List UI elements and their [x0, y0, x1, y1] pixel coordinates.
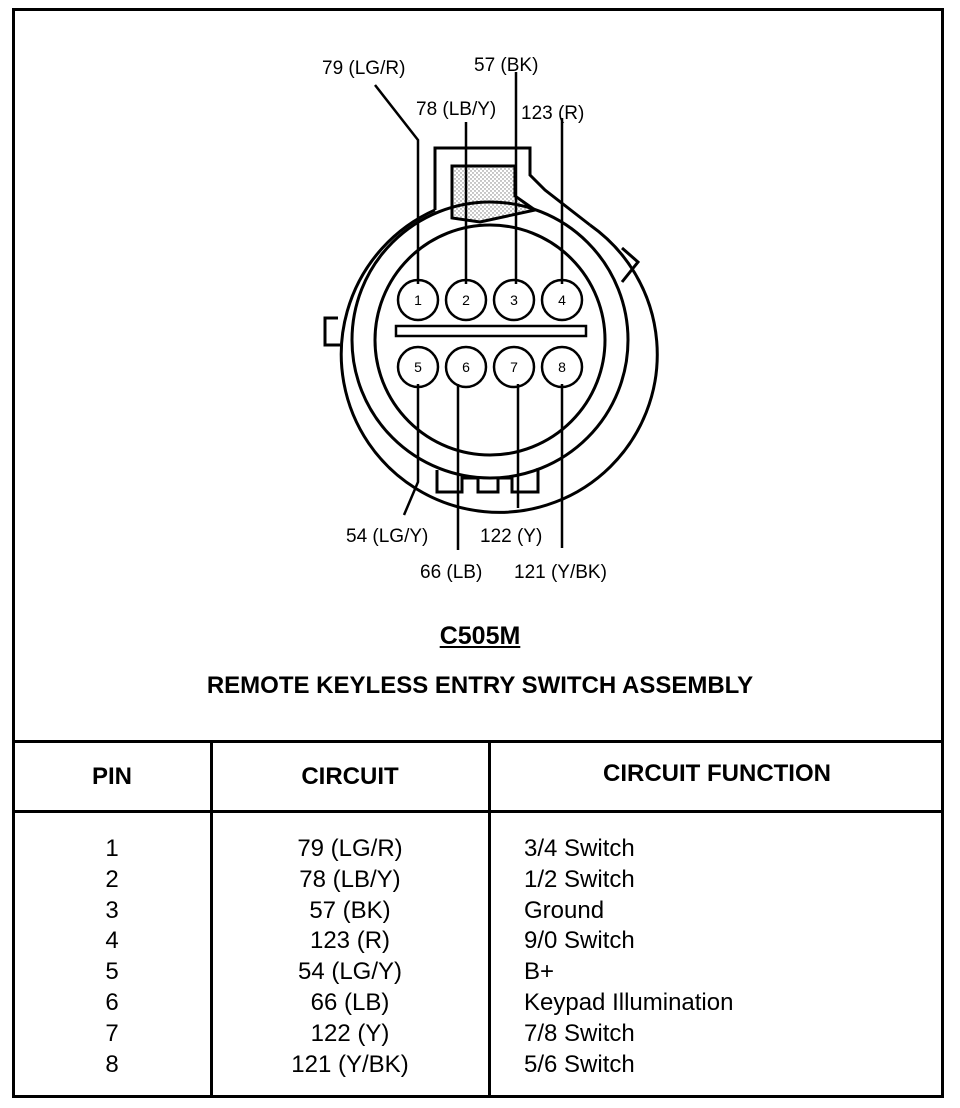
table-cell-function: Keypad Illumination — [524, 988, 734, 1016]
connector-housing — [323, 146, 659, 514]
table-cell-circuit: 54 (LG/Y) — [297, 958, 403, 986]
header-circuit: CIRCUIT — [301, 763, 399, 790]
wire-label-pin6: 66 (LB) — [420, 562, 482, 583]
table-cell-pin: 8 — [105, 1050, 119, 1078]
table-cell-circuit: 122 (Y) — [310, 1019, 390, 1047]
table-cell-pin: 6 — [105, 988, 119, 1016]
assembly-title: REMOTE KEYLESS ENTRY SWITCH ASSEMBLY — [206, 672, 754, 699]
pin-number: 8 — [558, 359, 566, 375]
table-col-divider-1 — [210, 740, 213, 1098]
header-pin: PIN — [91, 763, 132, 790]
connector-id: C505M — [439, 622, 521, 650]
table-cell-function: 7/8 Switch — [524, 1019, 635, 1047]
table-cell-pin: 5 — [105, 958, 119, 986]
table-cell-function: B+ — [524, 958, 555, 986]
diagram-frame — [12, 8, 944, 1098]
pin-number: 7 — [510, 359, 518, 375]
header-circuit-function: CIRCUIT FUNCTION — [603, 760, 831, 787]
table-cell-circuit: 78 (LB/Y) — [299, 865, 401, 893]
table-header-rule — [12, 810, 944, 813]
circuit-column: 79 (LG/R) 78 (LB/Y) 57 (BK) 123 (R) 54 (LG/Y… — [212, 834, 488, 1080]
table-cell-pin: 1 — [105, 835, 119, 862]
pin-cavities: 1 2 3 4 5 6 7 8 — [396, 278, 584, 389]
pin-number: 3 — [510, 292, 518, 308]
table-cell-function: Ground — [524, 896, 605, 924]
table-cell-function: 3/4 Switch — [524, 835, 635, 862]
wire-label-pin1: 79 (LG/R) — [322, 58, 405, 79]
polarization-key — [450, 164, 539, 224]
wire-label-pin7: 122 (Y) — [480, 526, 542, 547]
table-cell-circuit: 57 (BK) — [309, 896, 391, 924]
pin-number: 4 — [558, 292, 566, 308]
table-top-rule — [12, 740, 944, 743]
pin-number: 1 — [414, 292, 422, 308]
pin-cavity — [492, 278, 536, 322]
wire-label-pin2: 78 (LB/Y) — [416, 99, 496, 120]
table-cell-function: 5/6 Switch — [524, 1050, 635, 1078]
leader-lines — [374, 72, 564, 550]
connector-diagram: 1 2 3 4 5 6 7 8 79 (LG/R) 78 (LB/Y) 57 (BK) 123… — [322, 55, 659, 583]
wire-labels: 79 (LG/R) 78 (LB/Y) 57 (BK) 123 (R) 54 (… — [322, 55, 607, 583]
wire-label-pin4: 123 (R) — [521, 103, 584, 124]
pin-number: 5 — [414, 359, 422, 375]
table-cell-pin: 4 — [105, 927, 119, 955]
table-cell-pin: 7 — [105, 1019, 119, 1047]
table-cell-circuit: 121 (Y/BK) — [291, 1050, 409, 1078]
pin-number: 6 — [462, 359, 470, 375]
table-cell-pin: 2 — [105, 865, 119, 893]
table-cell-circuit: 66 (LB) — [310, 988, 390, 1016]
table-cell-circuit: 79 (LG/R) — [297, 835, 403, 862]
wire-label-pin5: 54 (LG/Y) — [346, 526, 428, 547]
pin-number: 2 — [462, 292, 470, 308]
wire-label-pin3: 57 (BK) — [474, 55, 538, 76]
pin-cavity — [444, 345, 488, 389]
wire-label-pin8: 121 (Y/BK) — [514, 562, 607, 583]
table-col-divider-2 — [488, 740, 491, 1098]
table-cell-function: 9/0 Switch — [524, 927, 635, 955]
table-cell-function: 1/2 Switch — [524, 865, 635, 893]
table-cell-circuit: 123 (R) — [309, 927, 391, 955]
table-cell-pin: 3 — [105, 896, 119, 924]
pin-cavity — [492, 345, 536, 389]
